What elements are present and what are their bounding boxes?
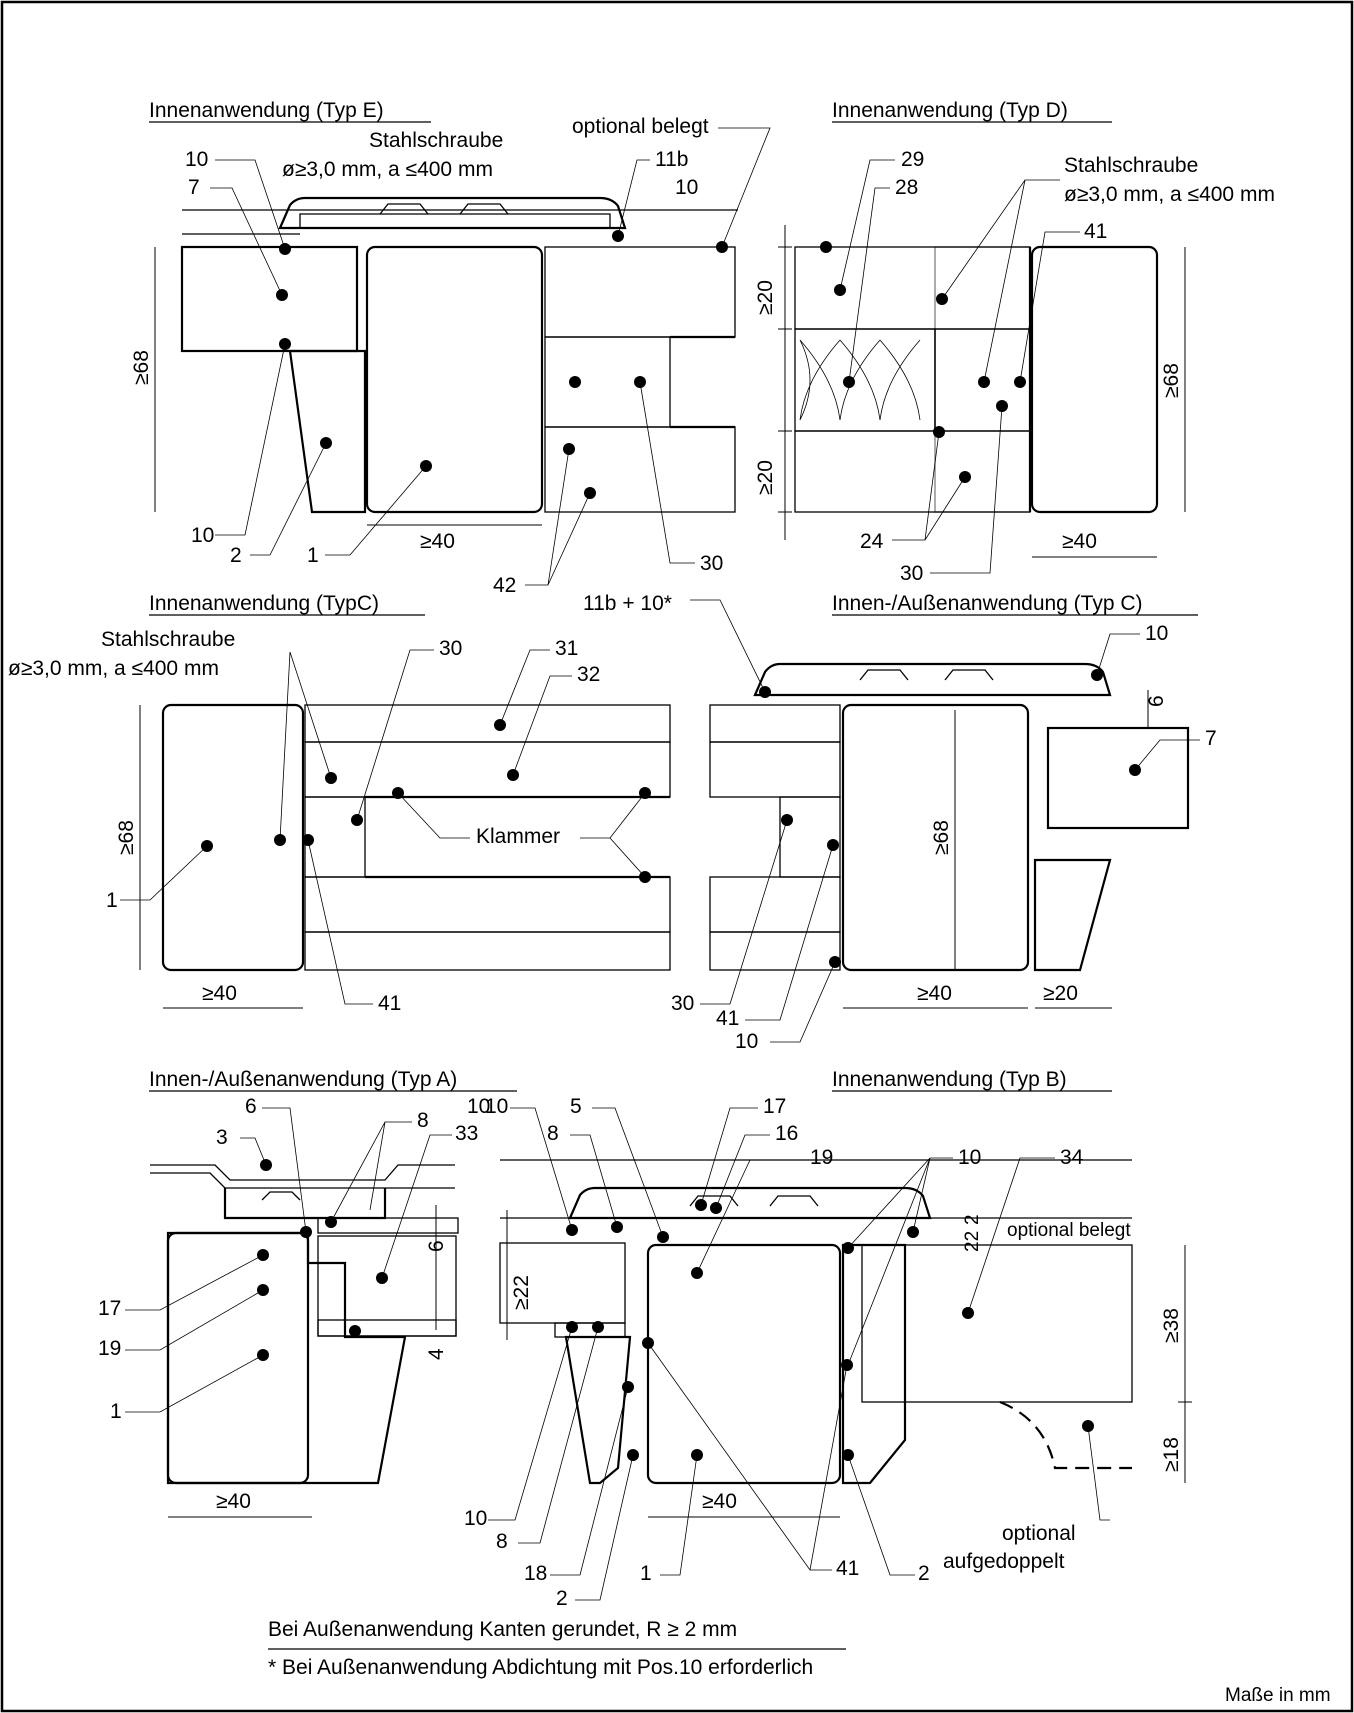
typ-d-dim-68: ≥68: [1160, 363, 1183, 398]
footer-notes: Bei Außenanwendung Kanten gerundet, R ≥ …: [268, 1618, 1331, 1706]
typ-d-callout-30: 30: [900, 562, 923, 585]
typ-e-dim-40: ≥40: [420, 530, 455, 553]
typ-b-callout-2a: 2: [556, 1587, 568, 1610]
typ-e-callout-2: 2: [230, 544, 242, 567]
typ-d-callout-28: 28: [895, 176, 918, 199]
typ-b-dim-22: ≥22: [510, 1275, 533, 1310]
typ-c-outer-callout-10b: 10: [735, 1030, 758, 1053]
section-typ-d: Innenanwendung (Typ D) Stahlschraube ø≥3…: [754, 99, 1275, 585]
units-label: Maße in mm: [1225, 1685, 1331, 1706]
typ-b-dim-40: ≥40: [702, 1490, 737, 1513]
typ-b-title: Innenanwendung (Typ B): [832, 1068, 1067, 1091]
typ-d-screw-label-2: ø≥3,0 mm, a ≤400 mm: [1064, 183, 1275, 206]
typ-e-optional-label: optional belegt: [572, 115, 709, 138]
typ-b-callout-8b: 8: [496, 1530, 508, 1553]
typ-c-inner-callout-31: 31: [555, 637, 578, 660]
typ-e-screw-label-2: ø≥3,0 mm, a ≤400 mm: [282, 158, 493, 181]
typ-a-dim-4: 4: [425, 1348, 448, 1360]
typ-b-callout-10a: 10: [485, 1095, 508, 1118]
section-typ-c-inner: Innenanwendung (TypC) Stahlschraube ø≥3,…: [8, 592, 671, 1015]
footer-note-2: * Bei Außenanwendung Abdichtung mit Pos.…: [268, 1656, 813, 1679]
typ-b-callout-5: 5: [570, 1095, 582, 1118]
typ-b-dim-18: ≥18: [1160, 1437, 1183, 1472]
typ-e-callout-10a: 10: [185, 148, 208, 171]
footer-note-1: Bei Außenanwendung Kanten gerundet, R ≥ …: [268, 1618, 737, 1641]
typ-a-callout-3: 3: [216, 1126, 228, 1149]
typ-a-dim-40: ≥40: [216, 1490, 251, 1513]
section-typ-a: Innen-/Außenanwendung (Typ A) 6 4 ≥40 3 …: [98, 1068, 517, 1518]
typ-b-callout-2b: 2: [918, 1562, 930, 1585]
typ-d-dim-20b: ≥20: [754, 460, 777, 495]
typ-b-optional2: optional: [1002, 1522, 1076, 1545]
typ-b-callout-1: 1: [640, 1562, 652, 1585]
typ-a-callout-1: 1: [110, 1400, 122, 1423]
typ-c-outer-callout-7: 7: [1205, 727, 1217, 750]
typ-a-callout-19: 19: [98, 1337, 121, 1360]
typ-c-inner-callout-1: 1: [106, 889, 118, 912]
typ-e-screw-label-1: Stahlschraube: [369, 129, 503, 152]
typ-e-callout-1: 1: [307, 544, 319, 567]
typ-a-dim-6: 6: [425, 1240, 448, 1252]
typ-b-dim-22b: 22: [962, 1231, 983, 1252]
typ-a-callout-6: 6: [245, 1095, 257, 1118]
typ-c-outer-dim-20: ≥20: [1043, 982, 1078, 1005]
section-typ-e: Innenanwendung (Typ E) Stahlschraube ø≥3…: [130, 99, 771, 597]
typ-b-callout-8a: 8: [547, 1122, 559, 1145]
typ-a-title: Innen-/Außenanwendung (Typ A): [149, 1068, 457, 1091]
typ-b-dim-38: ≥38: [1160, 1308, 1183, 1343]
typ-c-inner-screw-label-1: Stahlschraube: [101, 628, 235, 651]
typ-a-callout-10: 10: [467, 1095, 490, 1118]
typ-e-callout-30: 30: [700, 552, 723, 575]
typ-b-callout-10b: 10: [958, 1146, 981, 1169]
typ-a-callout-8: 8: [417, 1109, 429, 1132]
typ-c-outer-dim-6: 6: [1145, 695, 1168, 707]
section-typ-c-outer: Innen-/Außenanwendung (Typ C) 11b + 10* …: [583, 592, 1217, 1053]
typ-c-inner-screw-label-2: ø≥3,0 mm, a ≤400 mm: [8, 657, 219, 680]
typ-b-callout-18: 18: [524, 1562, 547, 1585]
typ-d-callout-24: 24: [860, 530, 884, 553]
klammer-label: Klammer: [476, 825, 560, 848]
typ-d-screw-label-1: Stahlschraube: [1064, 154, 1198, 177]
typ-d-callout-29: 29: [901, 148, 924, 171]
typ-e-callout-42: 42: [493, 574, 516, 597]
typ-e-callout-10b: 10: [191, 524, 214, 547]
typ-b-optional-label: optional belegt: [1007, 1220, 1131, 1241]
typ-b-callout-34: 34: [1060, 1146, 1084, 1169]
section-typ-b: Innenanwendung (Typ B) optional belegt ≥…: [464, 1068, 1192, 1610]
typ-b-callout-41: 41: [836, 1557, 859, 1580]
typ-d-title: Innenanwendung (Typ D): [832, 99, 1068, 122]
typ-c-outer-callout-41: 41: [716, 1007, 739, 1030]
typ-a-callout-17: 17: [98, 1297, 121, 1320]
typ-b-callout-19: 19: [810, 1146, 833, 1169]
typ-d-dim-20a: ≥20: [754, 280, 777, 315]
typ-d-callout-41: 41: [1084, 220, 1107, 243]
typ-c-outer-title: Innen-/Außenanwendung (Typ C): [832, 592, 1143, 615]
typ-e-title: Innenanwendung (Typ E): [149, 99, 384, 122]
typ-e-callout-10c: 10: [675, 176, 698, 199]
typ-c-outer-dim-68: ≥68: [930, 820, 953, 855]
typ-b-optional3: aufgedoppelt: [943, 1550, 1065, 1573]
typ-b-callout-16: 16: [775, 1122, 798, 1145]
typ-c-inner-title: Innenanwendung (TypC): [149, 592, 379, 615]
typ-e-callout-11b: 11b: [655, 148, 688, 171]
typ-c-inner-callout-30: 30: [439, 637, 462, 660]
typ-e-callout-7: 7: [188, 176, 200, 199]
typ-c-outer-callout-30: 30: [671, 992, 694, 1015]
typ-b-callout-17: 17: [763, 1095, 786, 1118]
typ-c-inner-dim-68: ≥68: [115, 820, 138, 855]
typ-c-inner-callout-32: 32: [577, 663, 600, 686]
typ-b-callout-10c: 10: [464, 1507, 487, 1530]
typ-e-dim-68: ≥68: [130, 350, 153, 385]
typ-b-dim-2: 2: [962, 1214, 983, 1225]
typ-d-dim-40: ≥40: [1062, 530, 1097, 553]
typ-c-outer-callout-10a: 10: [1145, 622, 1168, 645]
typ-c-outer-note-11b: 11b + 10*: [583, 592, 672, 615]
typ-c-outer-dim-40: ≥40: [917, 982, 952, 1005]
typ-c-inner-callout-41: 41: [378, 992, 401, 1015]
typ-c-inner-dim-40: ≥40: [202, 982, 237, 1005]
typ-a-callout-33: 33: [455, 1122, 478, 1145]
